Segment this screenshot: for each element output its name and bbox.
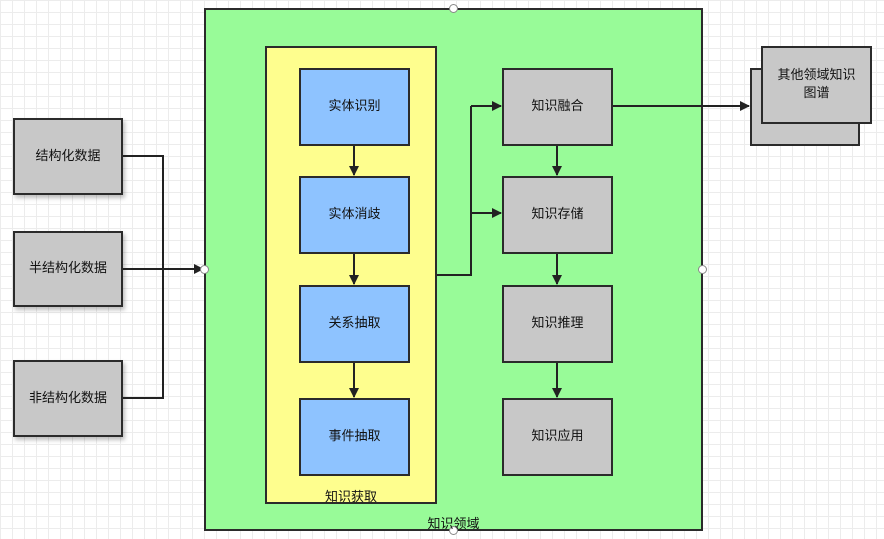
resize-handle-bottom[interactable]	[449, 526, 458, 535]
knowledge-storage-label: 知识存储	[531, 207, 584, 222]
structured-to-domain-line	[123, 155, 164, 269]
semi-structured-data-node[interactable]: 半结构化数据	[13, 231, 123, 307]
knowledge-acquisition-caption: 知识获取	[324, 490, 377, 505]
event-extraction-node[interactable]: 事件抽取	[299, 398, 410, 476]
acquisition-output-line	[437, 106, 472, 276]
resize-handle-right[interactable]	[698, 265, 707, 274]
unstructured-data-node[interactable]: 非结构化数据	[13, 360, 123, 437]
relation-extraction-label: 关系抽取	[328, 316, 381, 331]
external-graph-label-line2: 图谱	[803, 86, 830, 101]
structured-data-label: 结构化数据	[35, 148, 101, 164]
unstructured-to-domain-line	[123, 269, 164, 399]
unstructured-data-label: 非结构化数据	[28, 390, 107, 406]
entity-recognition-node[interactable]: 实体识别	[299, 68, 410, 146]
knowledge-reasoning-label: 知识推理	[531, 316, 584, 331]
knowledge-application-label: 知识应用	[531, 429, 584, 444]
knowledge-domain-caption: 知识领域	[427, 517, 480, 532]
resize-handle-left[interactable]	[200, 265, 209, 274]
event-extraction-label: 事件抽取	[328, 429, 381, 444]
entity-disambiguation-node[interactable]: 实体消歧	[299, 176, 410, 254]
external-knowledge-graph-node[interactable]: 其他领域知识 图谱	[761, 46, 872, 124]
semi-structured-data-label: 半结构化数据	[28, 261, 107, 276]
knowledge-reasoning-node[interactable]: 知识推理	[502, 285, 613, 363]
relation-extraction-node[interactable]: 关系抽取	[299, 285, 410, 363]
knowledge-storage-node[interactable]: 知识存储	[502, 176, 613, 254]
external-graph-label-line1: 其他领域知识	[777, 68, 856, 83]
knowledge-application-node[interactable]: 知识应用	[502, 398, 613, 476]
knowledge-fusion-label: 知识融合	[531, 99, 584, 114]
resize-handle-top[interactable]	[449, 4, 458, 13]
entity-disambiguation-label: 实体消歧	[328, 207, 381, 222]
entity-recognition-label: 实体识别	[328, 99, 381, 114]
structured-data-node[interactable]: 结构化数据	[13, 118, 123, 195]
knowledge-fusion-node[interactable]: 知识融合	[502, 68, 613, 146]
